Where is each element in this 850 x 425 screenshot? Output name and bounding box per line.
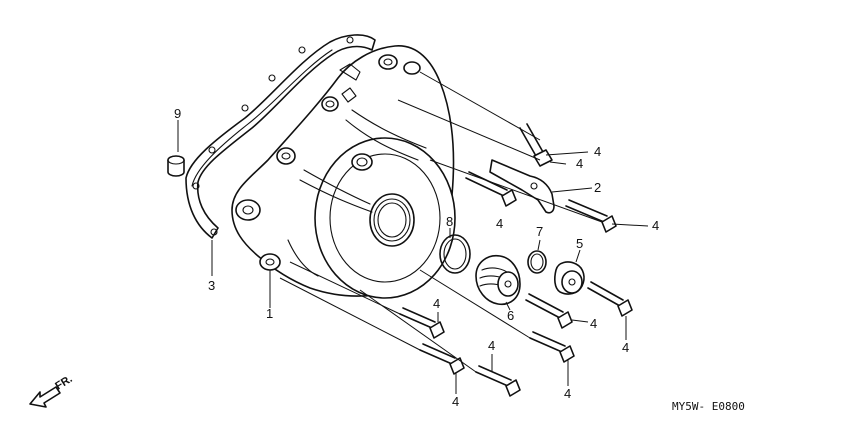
callout-4g: 4 [622,340,629,355]
diagram-code: MY5W- E0800 [672,400,745,413]
callout-4i: 4 [452,394,459,409]
bolt-3 [565,199,617,233]
callout-6: 6 [507,308,514,323]
bolt-4 [587,281,633,317]
front-arrow: FR. [29,373,75,408]
leader-lines [177,71,649,394]
callout-4b: 4 [576,156,583,171]
cap-small [554,261,585,295]
dowel-pin [167,155,185,177]
o-ring-small [527,250,547,274]
bolt-8 [419,343,465,375]
bolt-9 [475,365,521,397]
callout-4h: 4 [488,338,495,353]
callout-4d: 4 [652,218,659,233]
bolt-7 [399,307,445,339]
callout-5: 5 [576,236,583,251]
callout-8: 8 [446,214,453,229]
bolt-1 [519,123,553,167]
bolt-6 [529,331,575,363]
callouts: 9 3 1 4 4 2 4 4 8 7 5 6 4 4 4 4 4 4 [174,106,659,409]
callout-4a: 4 [594,144,601,159]
callout-1: 1 [266,306,273,321]
o-ring-large [439,234,471,274]
callout-4e: 4 [433,296,440,311]
callout-4j: 4 [564,386,571,401]
callout-3: 3 [208,278,215,293]
callout-2: 2 [594,180,601,195]
callout-7: 7 [536,224,543,239]
callout-4c: 4 [496,216,503,231]
callout-9: 9 [174,106,181,121]
crankcase-cover [231,45,456,299]
gasket [185,34,376,239]
bracket [489,159,555,214]
cap-large [475,254,521,306]
bolt-5 [525,293,573,329]
callout-4f: 4 [590,316,597,331]
